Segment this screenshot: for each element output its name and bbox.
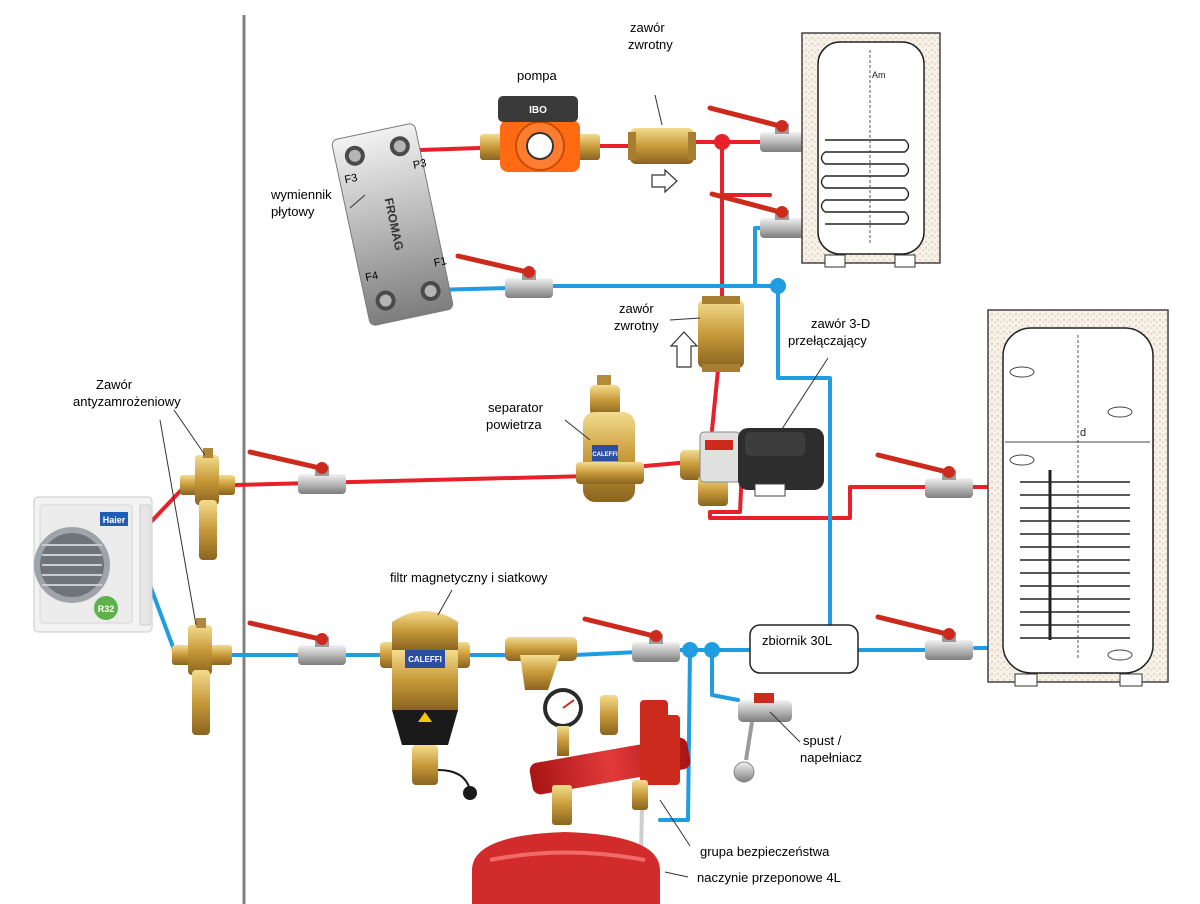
junction-cold-vessel bbox=[682, 642, 698, 658]
ball-valve-cold-main[interactable] bbox=[247, 620, 346, 665]
three-way-valve bbox=[680, 428, 824, 506]
antifreeze-valve-bottom[interactable] bbox=[172, 618, 232, 735]
exchanger-f1: F1 bbox=[433, 255, 448, 269]
junction-cold-drain bbox=[704, 642, 720, 658]
label-safety-group: grupa bezpieczeństwa bbox=[700, 844, 830, 859]
flow-arrow-up bbox=[669, 331, 699, 368]
check-valve-mid bbox=[698, 296, 744, 372]
ball-valve-boiler-top-hot[interactable] bbox=[707, 105, 804, 152]
exchanger-f4: F4 bbox=[364, 270, 379, 284]
pipe-cold-hp-to-antifreeze bbox=[146, 578, 178, 657]
separator-brand: CALEFFI bbox=[592, 452, 618, 458]
ball-valve-before-tank[interactable] bbox=[582, 616, 680, 662]
magnetic-filter: CALEFFI bbox=[380, 611, 477, 800]
pipe-cold-to-vessel bbox=[658, 648, 692, 822]
label-check-valve-top-2: zwrotny bbox=[628, 37, 673, 52]
label-check-valve-mid-2: zwrotny bbox=[614, 318, 659, 333]
label-antifreeze-2: antyzamrożeniowy bbox=[73, 394, 181, 409]
drain-fill-valve[interactable] bbox=[733, 693, 792, 783]
label-separator-2: powietrza bbox=[486, 417, 542, 432]
label-separator-1: separator bbox=[488, 400, 544, 415]
exchanger-p3: P3 bbox=[412, 157, 428, 172]
antifreeze-valve-top[interactable] bbox=[180, 448, 235, 560]
label-3d-valve-2: przełączający bbox=[788, 333, 867, 348]
safety-group bbox=[529, 688, 691, 891]
large-tank: d bbox=[987, 309, 1169, 687]
label-check-valve-top-1: zawór bbox=[630, 20, 665, 35]
label-exchanger-1: wymiennik bbox=[270, 187, 332, 202]
labels: pompa zawór zwrotny wymiennik płytowy za… bbox=[73, 20, 870, 885]
flow-arrow-right bbox=[651, 168, 678, 194]
heat-pump-unit: Haier R32 bbox=[33, 496, 153, 633]
heat-pump-brand: Haier bbox=[103, 515, 126, 525]
label-filter: filtr magnetyczny i siatkowy bbox=[390, 570, 548, 585]
circulation-pump: IBO bbox=[480, 96, 600, 172]
pipe-cold-to-drain bbox=[710, 648, 740, 702]
r32-label: R32 bbox=[98, 604, 115, 614]
pipe-cold-exchanger-return bbox=[428, 284, 780, 292]
dhw-tank: Am bbox=[801, 32, 941, 268]
filter-brand: CALEFFI bbox=[408, 655, 442, 664]
label-drain-2: napełniacz bbox=[800, 750, 862, 765]
y-strainer bbox=[505, 637, 577, 690]
label-exchanger-2: płytowy bbox=[271, 204, 315, 219]
label-3d-valve-1: zawór 3-D bbox=[811, 316, 870, 331]
plate-heat-exchanger: FROMAG P3 F3 F1 F4 bbox=[331, 123, 454, 326]
check-valve-top bbox=[628, 128, 696, 164]
exchanger-f3: F3 bbox=[343, 172, 358, 186]
pipe-hot-riser bbox=[710, 140, 724, 432]
buffer-tank-label: zbiornik 30L bbox=[762, 633, 832, 648]
label-pompa: pompa bbox=[517, 68, 558, 83]
pipe-hot-top bbox=[418, 140, 817, 152]
pipe-hot-hp-to-antifreeze bbox=[146, 483, 188, 527]
junction-hot-top bbox=[714, 134, 730, 150]
junction-cold-top bbox=[770, 278, 786, 294]
ball-valve-buffer-cold[interactable] bbox=[875, 614, 973, 660]
ball-valve-buffer-hot[interactable] bbox=[875, 452, 973, 498]
pump-brand: IBO bbox=[529, 105, 547, 116]
label-expansion-vessel: naczynie przeponowe 4L bbox=[697, 870, 841, 885]
leader-lines bbox=[159, 94, 829, 878]
ball-valve-exchanger-return[interactable] bbox=[455, 253, 553, 298]
buffer-tank-30l: zbiornik 30L bbox=[749, 624, 859, 674]
label-drain-1: spust / bbox=[803, 733, 842, 748]
ball-valve-boiler-top-cold[interactable] bbox=[709, 191, 804, 238]
pipe-hot-3d-to-tank bbox=[708, 466, 1077, 520]
dhw-tank-am: Am bbox=[872, 70, 886, 80]
label-check-valve-mid-1: zawór bbox=[619, 301, 654, 316]
expansion-vessel bbox=[472, 832, 660, 904]
ball-valve-hot-main[interactable] bbox=[247, 449, 346, 494]
air-separator: CALEFFI bbox=[576, 375, 644, 502]
r32-badge bbox=[94, 596, 118, 620]
label-antifreeze-1: Zawór bbox=[96, 377, 133, 392]
large-tank-diameter: d bbox=[1080, 427, 1086, 439]
